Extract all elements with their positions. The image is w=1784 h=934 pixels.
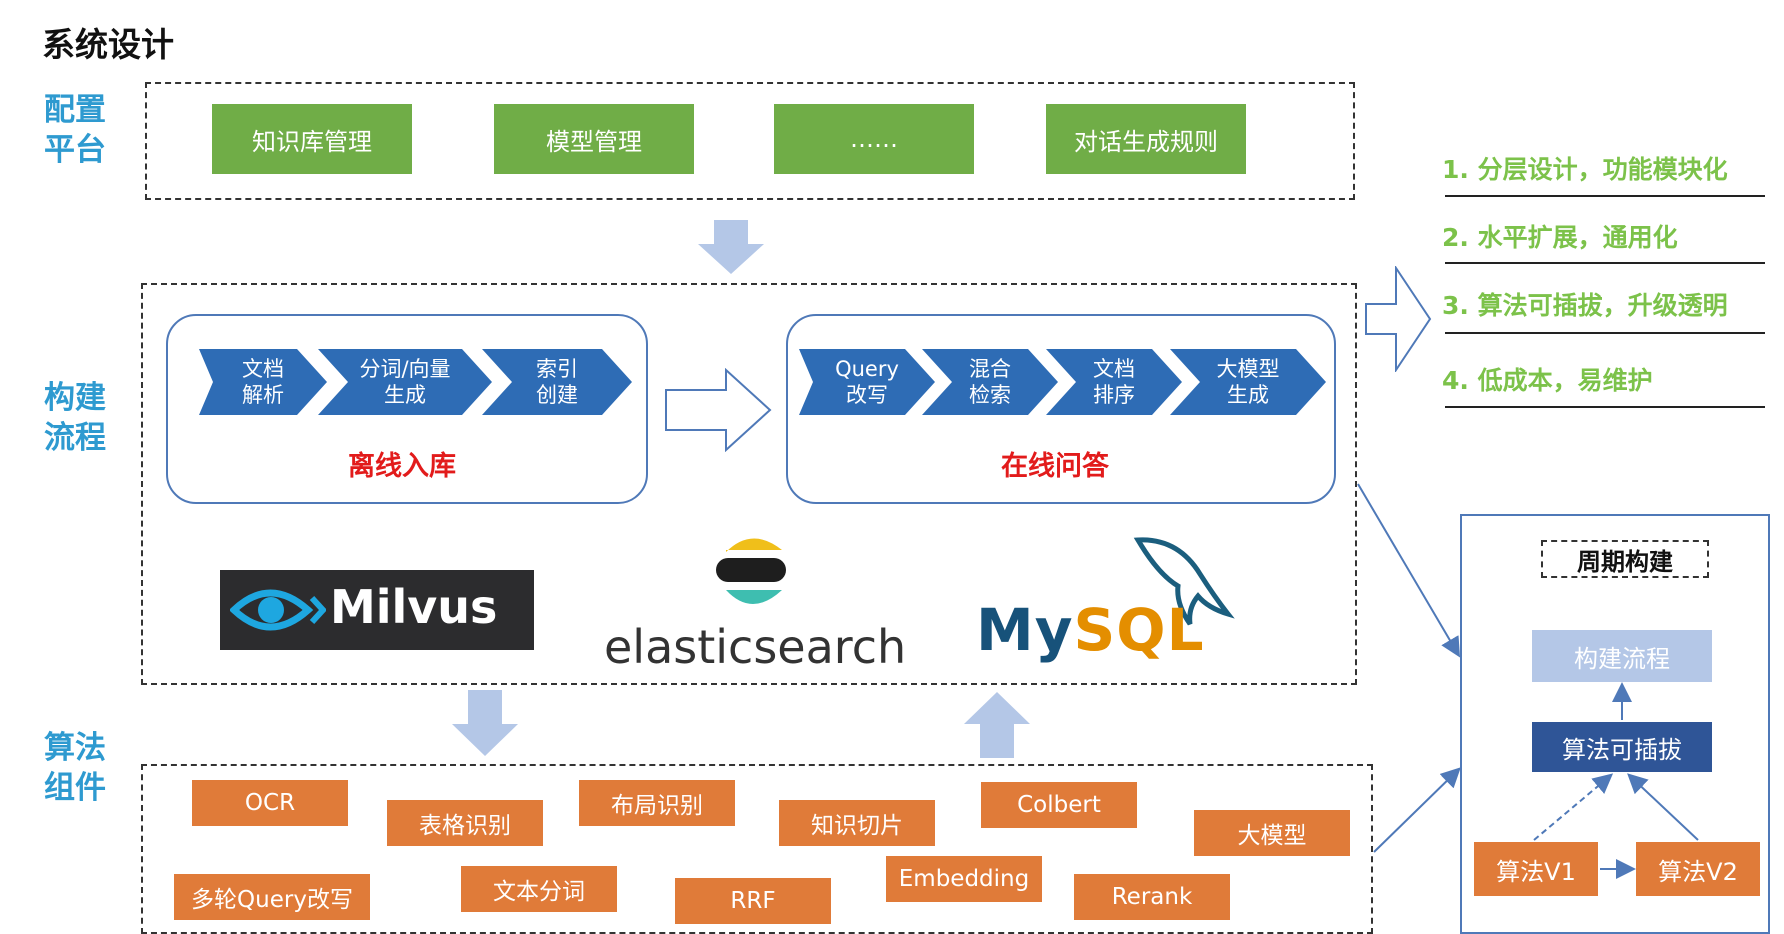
up-arrow-algo-to-build-icon	[964, 692, 1030, 758]
goal-3: 3. 算法可插拔，升级透明	[1442, 291, 1728, 320]
mysql-wordmark-my: My	[976, 596, 1074, 664]
cycle-build-title: 周期构建	[1541, 540, 1709, 578]
goal-divider	[1445, 262, 1765, 264]
algo-rrf: RRF	[675, 878, 831, 924]
milvus-logo: Milvus	[220, 570, 534, 650]
goal-divider	[1445, 406, 1765, 408]
mysql-wordmark-sql: SQL	[1073, 596, 1205, 664]
hollow-arrow-right-icon	[665, 368, 772, 452]
goal-divider	[1445, 332, 1765, 334]
goal-4: 4. 低成本，易维护	[1442, 366, 1653, 395]
online-label: 在线问答	[1001, 451, 1109, 482]
online-qa-box	[786, 314, 1336, 504]
offline-step-parse: 文档解析	[199, 349, 327, 415]
cycle-pluggable-algorithm: 算法可插拔	[1532, 722, 1712, 772]
cycle-algo-v1: 算法V1	[1474, 842, 1598, 896]
config-platform-layer	[145, 82, 1355, 200]
page-title: 系统设计	[42, 25, 174, 64]
algo-llm: 大模型	[1194, 810, 1350, 856]
cycle-build-process: 构建流程	[1532, 630, 1712, 682]
offline-ingest-box	[166, 314, 648, 504]
connector-lines	[1357, 483, 1461, 853]
elasticsearch-wordmark: elasticsearch	[604, 620, 907, 674]
build-process-layer	[141, 283, 1357, 685]
mysql-dolphin-icon	[1133, 537, 1235, 626]
section-label-config: 配置 平台	[44, 92, 106, 168]
algo-rerank: Rerank	[1074, 874, 1230, 920]
goal-divider	[1445, 195, 1765, 197]
config-item-kb: 知识库管理	[212, 104, 412, 174]
algo-multi-turn-query-rewrite: 多轮Query改写	[174, 874, 370, 920]
cycle-algo-v2: 算法V2	[1636, 842, 1760, 896]
cycle-arrows	[1533, 682, 1699, 879]
offline-label: 离线入库	[348, 451, 456, 482]
config-item-dialog-rules: 对话生成规则	[1046, 104, 1246, 174]
algo-embedding: Embedding	[886, 856, 1042, 902]
hollow-arrow-to-goals-icon	[1365, 266, 1432, 372]
config-item-model: 模型管理	[494, 104, 694, 174]
milvus-wordmark: Milvus	[330, 580, 498, 634]
offline-step-index: 索引创建	[482, 349, 632, 415]
goal-2: 2. 水平扩展，通用化	[1442, 223, 1678, 252]
algo-layout-recognition: 布局识别	[579, 780, 735, 826]
section-label-algo: 算法 组件	[44, 730, 106, 806]
section-label-build: 构建 流程	[44, 380, 106, 456]
algo-colbert: Colbert	[981, 782, 1137, 828]
milvus-eye-icon	[230, 589, 326, 631]
algo-knowledge-chunking: 知识切片	[779, 800, 935, 846]
goal-1: 1. 分层设计，功能模块化	[1442, 155, 1728, 184]
algo-ocr: OCR	[192, 780, 348, 826]
algo-table-recognition: 表格识别	[387, 800, 543, 846]
config-item-more: ……	[774, 104, 974, 174]
down-arrow-build-to-algo-icon	[452, 690, 518, 756]
mysql-wordmark: MySQL	[976, 596, 1205, 664]
down-arrow-config-to-build-icon	[698, 220, 764, 274]
algo-text-tokenization: 文本分词	[461, 866, 617, 912]
elasticsearch-icon	[716, 538, 786, 604]
